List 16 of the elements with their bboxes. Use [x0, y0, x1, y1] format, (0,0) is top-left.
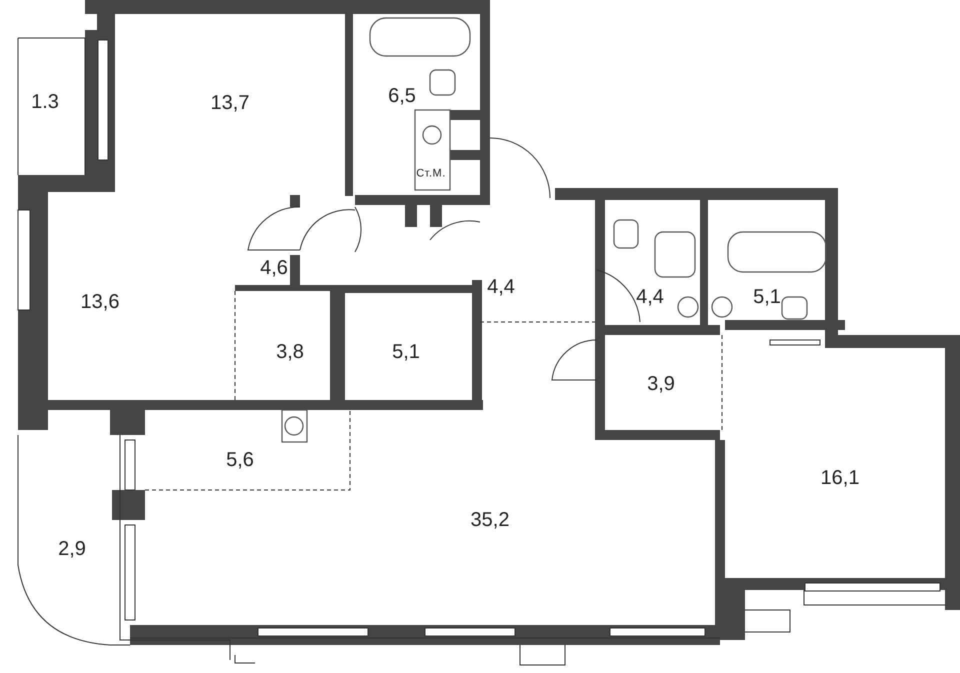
room-area-label: 6,5 [388, 86, 416, 106]
room-area-label: 3,9 [647, 374, 675, 394]
room-area-label: 2,9 [58, 539, 86, 559]
room-area-label: 3,8 [276, 342, 304, 362]
room-area-label: 1.3 [31, 92, 59, 112]
room-area-label: 13,7 [210, 93, 250, 113]
room-area-label: 4,6 [260, 258, 288, 278]
room-area-label: 5,6 [226, 450, 254, 470]
room-area-label: 13,6 [80, 292, 120, 312]
room-area-label: 5,1 [392, 342, 420, 362]
fixture-label: Ст.М. [416, 168, 446, 180]
room-area-label: 4,4 [636, 287, 664, 307]
room-area-label: 4,4 [487, 277, 515, 297]
room-area-label: 16,1 [820, 468, 860, 488]
room-area-label: 5,1 [753, 287, 781, 307]
room-area-label: 35,2 [470, 510, 510, 530]
